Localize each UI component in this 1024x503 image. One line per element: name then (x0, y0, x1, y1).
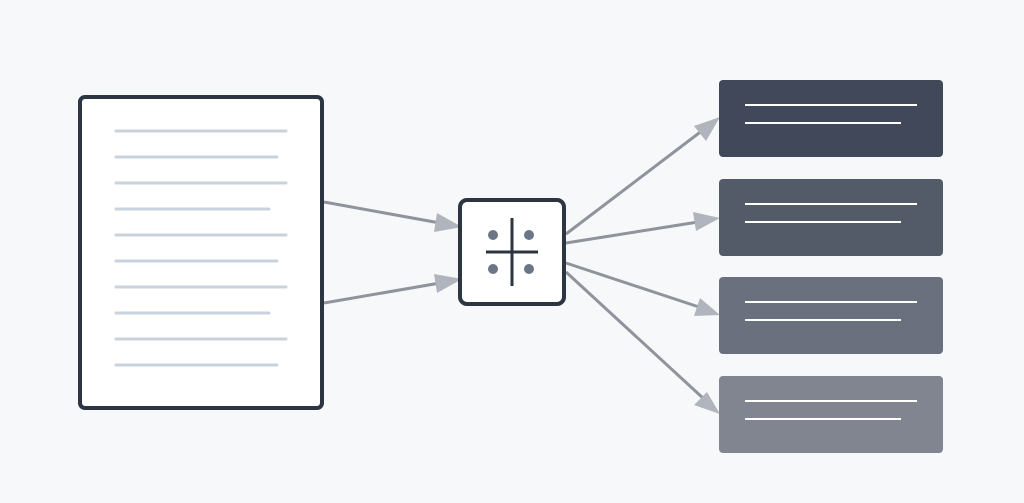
connector-hub-output-2 (565, 220, 699, 245)
output-block-2 (719, 179, 943, 256)
connector-hub-output-3 (565, 261, 700, 309)
arrowhead-hub-output-3 (694, 298, 720, 316)
arrowhead-hub-output-1 (694, 117, 720, 141)
arrowhead-hub-output-2 (693, 212, 720, 231)
output-block-4 (719, 376, 943, 453)
connector-source-hub-2 (323, 281, 441, 305)
connector-hub-output-1 (565, 128, 704, 236)
document-frame (78, 95, 324, 410)
hub-to-output-connectors (564, 117, 720, 414)
arrowhead-hub-output-4 (694, 392, 720, 414)
split-node (458, 198, 566, 306)
arrowhead-source-hub-1 (434, 213, 462, 232)
document-text-lines (114, 129, 288, 367)
source-document (78, 95, 324, 410)
connector-source-hub-1 (323, 200, 441, 225)
source-to-hub-connectors (323, 200, 462, 305)
connector-hub-output-4 (564, 270, 706, 401)
arrowhead-source-hub-2 (434, 274, 462, 293)
output-block-3 (719, 277, 943, 354)
split-cross-icon (486, 218, 538, 286)
output-block-1 (719, 80, 943, 157)
